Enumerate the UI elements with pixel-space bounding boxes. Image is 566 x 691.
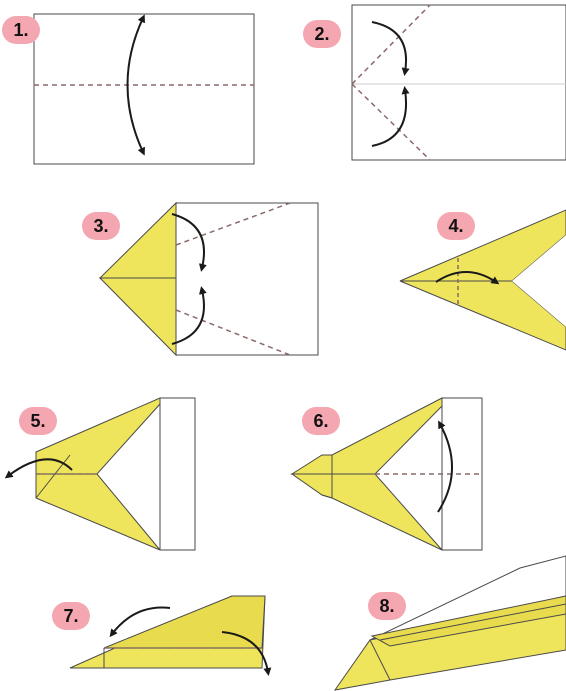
step-3-badge: 3.: [82, 212, 120, 240]
step-3-fold-line-bottom: [175, 309, 291, 356]
step-7-badge: 7.: [52, 602, 90, 630]
step-4-figure: [399, 209, 566, 351]
step-1-fold-arrow: [126, 14, 145, 156]
step-5-paper: [159, 397, 196, 551]
step-4-white-area: [512, 235, 566, 327]
step-1-badge: 1.: [2, 16, 40, 44]
step-2-arrow-top: [371, 21, 410, 76]
step-2-figure: [351, 4, 566, 161]
step-3-paper: [175, 202, 319, 356]
step-6-nose-fold: [321, 454, 333, 499]
step-2-fold-line-bottom: [351, 83, 431, 161]
step-4-badge: 4.: [437, 212, 475, 240]
step-7-arrow-right: [221, 631, 272, 676]
step-5-top-half: [35, 397, 161, 475]
step-8-wing-front: [370, 595, 566, 647]
step-6-fold-arrow: [437, 420, 453, 513]
step-3-bottom-flap: [98, 277, 177, 357]
step-8-nose-edge: [369, 639, 391, 681]
step-2-fold-line-top: [351, 4, 431, 85]
step-5-badge: 5.: [19, 407, 57, 435]
step-6-bottom-half: [290, 473, 443, 551]
step-7-figure: [69, 595, 272, 676]
step-4-fold-arrow: [435, 271, 500, 285]
step-5-bottom-half: [35, 473, 161, 551]
step-3-arrow-bottom: [171, 286, 207, 345]
step-2-arrow-bottom: [371, 86, 410, 147]
step-6-figure: [290, 397, 483, 551]
step-5-figure: [4, 397, 196, 551]
step-1-figure: [33, 13, 255, 165]
step-8-figure: [333, 555, 566, 691]
step-6-badge: 6.: [302, 407, 340, 435]
step-5-diag-fold: [35, 454, 71, 499]
step-5-fold-arrow: [4, 458, 73, 479]
step-2-badge: 2.: [303, 20, 341, 48]
step-3-arrow-top: [171, 213, 207, 272]
step-7-arrow-left: [109, 606, 171, 638]
step-7-top-layer: [103, 595, 266, 649]
step-2-paper: [351, 4, 566, 161]
step-1-paper: [33, 13, 255, 165]
step-8-badge: 8.: [368, 592, 406, 620]
step-3-figure: [98, 201, 319, 357]
step-8-wing-fold: [379, 603, 566, 641]
step-3-fold-line-top: [175, 202, 291, 246]
